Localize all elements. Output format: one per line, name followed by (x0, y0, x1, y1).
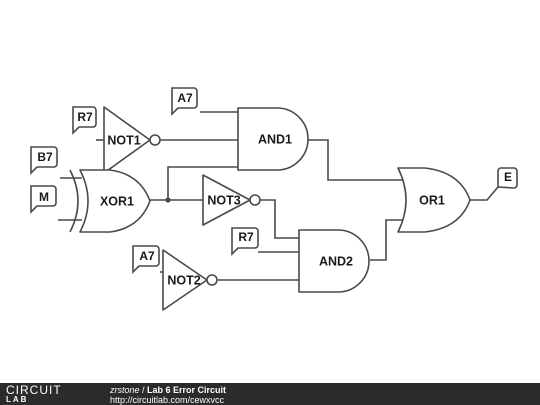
gate-xor1: XOR1 (69, 169, 151, 233)
input-b7: B7 (30, 146, 58, 175)
svg-text:E: E (504, 170, 512, 184)
svg-text:AND1: AND1 (258, 132, 292, 146)
circuit-title: Lab 6 Error Circuit (147, 385, 227, 395)
author-name: zrstone (110, 385, 140, 395)
input-r7-top: R7 (72, 106, 97, 135)
svg-text:M: M (39, 190, 49, 204)
footer-bar: CIRCUIT LAB zrstone / Lab 6 Error Circui… (0, 383, 540, 405)
svg-text:A7: A7 (177, 91, 193, 105)
wire-or1-e (470, 186, 499, 201)
gate-and1: AND1 (237, 107, 309, 171)
svg-text:R7: R7 (77, 110, 93, 124)
svg-text:XOR1: XOR1 (100, 194, 134, 208)
svg-text:A7: A7 (139, 249, 155, 263)
input-m: M (30, 185, 57, 214)
svg-text:R7: R7 (238, 230, 254, 244)
svg-text:B7: B7 (37, 150, 53, 164)
gate-and2: AND2 (298, 229, 370, 293)
logo-text-lab: LAB (6, 395, 29, 404)
wire-xor1-and1 (167, 166, 238, 200)
credit-separator: / (139, 385, 148, 395)
svg-text:AND2: AND2 (319, 254, 353, 268)
input-r7-mid: R7 (231, 227, 259, 256)
gate-not3: NOT3 (202, 174, 261, 226)
svg-text:NOT1: NOT1 (107, 133, 140, 147)
circuitlab-logo: CIRCUIT LAB (6, 384, 102, 404)
input-a7-top: A7 (171, 87, 198, 116)
svg-text:OR1: OR1 (419, 193, 445, 207)
logo-text-circuit: CIRCUIT (6, 383, 62, 397)
gate-or1: OR1 (397, 167, 471, 233)
gate-not2: NOT2 (162, 249, 218, 311)
wires (58, 111, 499, 281)
credit-line: zrstone / Lab 6 Error Circuit (110, 385, 226, 395)
circuit-url-link[interactable]: http://circuitlab.com/cewxvcc (110, 395, 225, 405)
input-a7-bottom: A7 (132, 245, 160, 274)
wire-not3-and2 (260, 199, 299, 239)
wire-and2-or1 (370, 219, 406, 261)
wire-and1-or1 (308, 139, 406, 181)
junction-dot (165, 197, 171, 203)
circuit-diagram: R7 A7 B7 M R7 A7 E NOT1 NOT3 NOT2 (30, 87, 518, 311)
svg-text:NOT3: NOT3 (207, 193, 240, 207)
svg-text:NOT2: NOT2 (167, 273, 200, 287)
gate-not1: NOT1 (103, 106, 161, 174)
output-e: E (497, 167, 518, 189)
